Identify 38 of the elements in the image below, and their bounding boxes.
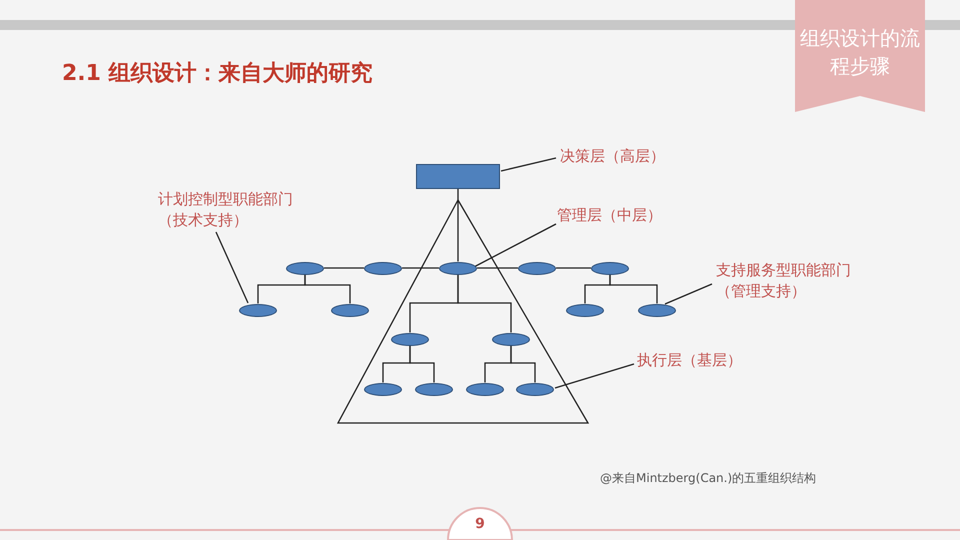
org-unit-ellipse (516, 382, 554, 396)
leader-line (215, 232, 249, 304)
org-unit-ellipse (415, 382, 453, 396)
org-unit-ellipse (591, 262, 629, 274)
source-note: @来自Mintzberg(Can.)的五重组织结构 (600, 470, 816, 487)
connector-line (409, 346, 435, 382)
org-unit-ellipse (492, 332, 530, 346)
org-unit-ellipse (439, 262, 477, 274)
org-unit-ellipse (286, 262, 324, 274)
org-unit-ellipse (331, 304, 369, 316)
connector-line (324, 267, 364, 269)
connector-line (477, 267, 518, 269)
org-unit-ellipse (566, 304, 604, 316)
executive-box (416, 164, 500, 189)
layer-label: 支持服务型职能部门（管理支持） (716, 260, 866, 302)
page-number: 9 (474, 516, 486, 532)
ribbon-text: 组织设计的流程步骤 (800, 25, 920, 80)
connector-line (609, 274, 658, 304)
org-unit-ellipse (364, 262, 402, 274)
connector-line (304, 274, 351, 304)
connector-line (510, 346, 536, 382)
leader-line (500, 157, 556, 172)
connector-line (457, 274, 512, 332)
connector-line (556, 267, 591, 269)
layer-label: 管理层（中层） (557, 205, 677, 226)
leader-line (664, 283, 712, 305)
leader-line (554, 363, 634, 389)
org-unit-ellipse (364, 382, 402, 396)
org-unit-ellipse (391, 332, 429, 346)
layer-label: 决策层（高层） (560, 146, 680, 167)
org-unit-ellipse (518, 262, 556, 274)
connector-line (402, 267, 439, 269)
layer-label: 计划控制型职能部门（技术支持） (158, 189, 308, 231)
layer-label: 执行层（基层） (637, 350, 757, 371)
org-unit-ellipse (638, 304, 676, 316)
org-unit-ellipse (239, 304, 277, 316)
slide-title: 2.1 组织设计：来自大师的研究 (62, 60, 373, 88)
org-unit-ellipse (466, 382, 504, 396)
